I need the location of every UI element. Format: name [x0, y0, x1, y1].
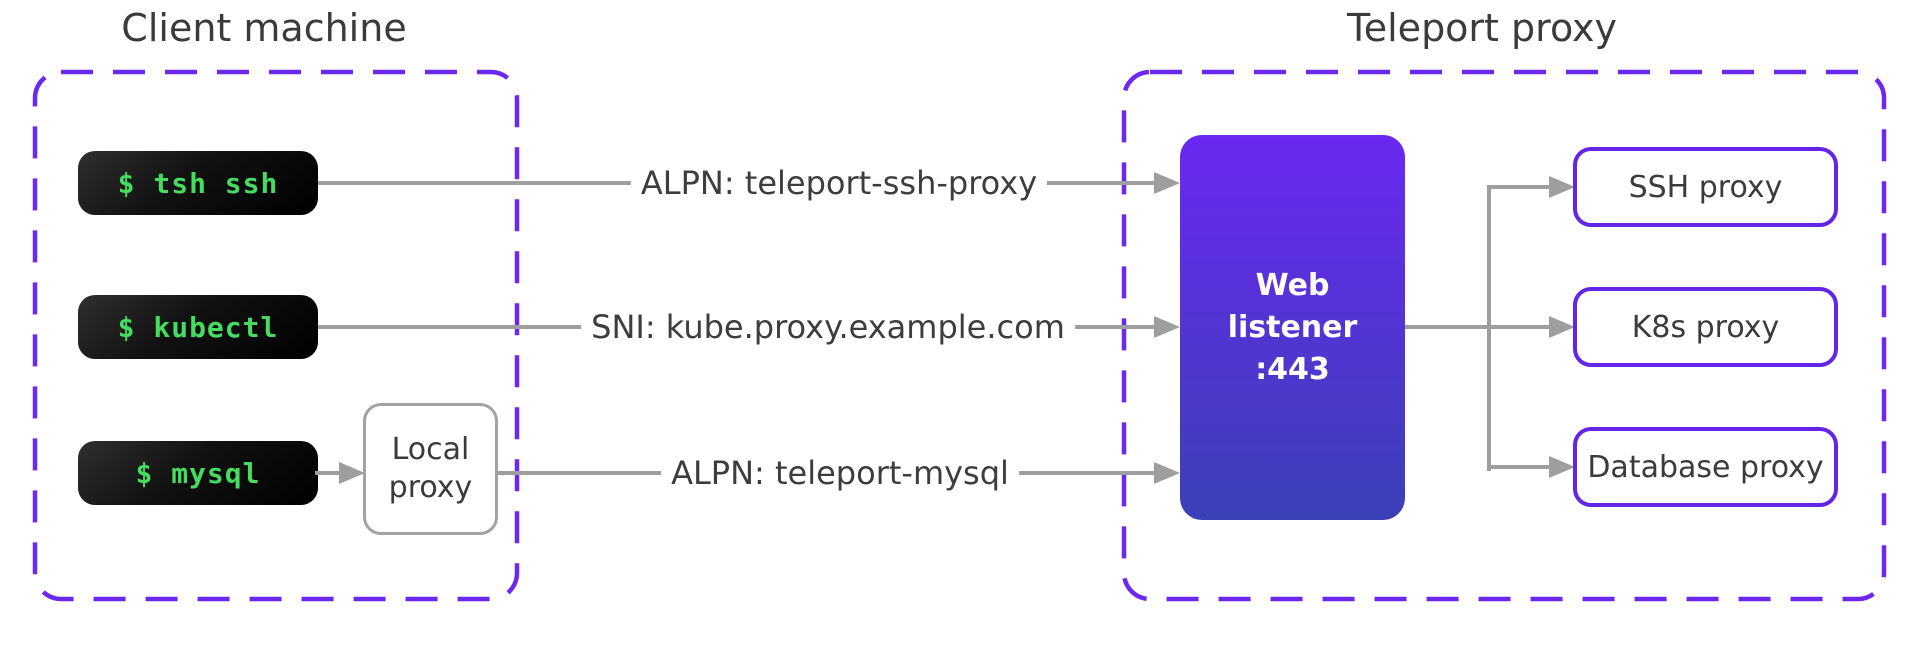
- connection-label-sni-kube: SNI: kube.proxy.example.com: [581, 308, 1075, 346]
- connection-label-alpn-ssh: ALPN: teleport-ssh-proxy: [630, 164, 1048, 202]
- arrowhead-icon: [1154, 462, 1180, 484]
- connector-line: [1405, 325, 1551, 329]
- terminal-command: $ mysql: [135, 456, 261, 490]
- arrowhead-icon: [1549, 176, 1575, 198]
- k8s-proxy-box: K8s proxy: [1573, 287, 1838, 367]
- terminal-command: $ kubectl: [117, 310, 279, 344]
- ssh-proxy-label: SSH proxy: [1628, 169, 1783, 205]
- arrowhead-icon: [1154, 172, 1180, 194]
- teleport-proxy-boundary: [1121, 69, 1887, 602]
- teleport-proxy-title: Teleport proxy: [1346, 6, 1618, 50]
- terminal-pill-tsh-ssh: $ tsh ssh: [78, 151, 318, 215]
- terminal-pill-mysql: $ mysql: [78, 441, 318, 505]
- web-listener-box: Web listener :443: [1180, 135, 1405, 520]
- terminal-command: $ tsh ssh: [117, 166, 279, 200]
- connector-line: [1487, 185, 1551, 189]
- database-proxy-box: Database proxy: [1573, 427, 1838, 507]
- web-listener-label: Web listener :443: [1227, 267, 1358, 387]
- database-proxy-label: Database proxy: [1587, 449, 1824, 485]
- connector-line: [1487, 465, 1551, 469]
- arrowhead-icon: [339, 462, 365, 484]
- arrowhead-icon: [1154, 316, 1180, 338]
- terminal-pill-kubectl: $ kubectl: [78, 295, 318, 359]
- ssh-proxy-box: SSH proxy: [1573, 147, 1838, 227]
- client-machine-boundary: [32, 69, 520, 602]
- connector-branch-line: [1487, 185, 1491, 471]
- connector-line: [315, 471, 341, 475]
- arrowhead-icon: [1549, 316, 1575, 338]
- connection-label-alpn-mysql: ALPN: teleport-mysql: [661, 454, 1019, 492]
- arrowhead-icon: [1549, 456, 1575, 478]
- local-proxy-label: Local proxy: [388, 432, 473, 505]
- local-proxy-box: Local proxy: [363, 403, 498, 535]
- k8s-proxy-label: K8s proxy: [1631, 309, 1780, 345]
- client-machine-title: Client machine: [121, 6, 407, 50]
